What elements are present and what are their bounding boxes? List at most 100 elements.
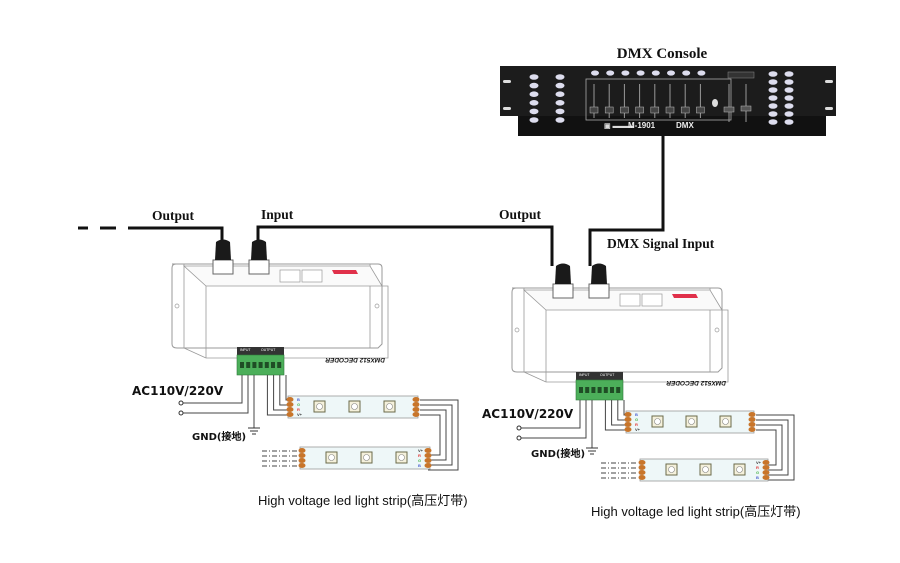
xlr-plug-output [555, 263, 571, 284]
wire [611, 400, 628, 426]
scene-button [529, 100, 539, 106]
scene-button [529, 74, 539, 80]
mount-hole [714, 327, 720, 333]
fader-knob [680, 106, 690, 114]
fader-knob [635, 106, 644, 114]
xlr-socket [588, 283, 610, 299]
function-button [784, 111, 794, 117]
strip-connector-pin [286, 397, 294, 402]
terminal-screw [603, 387, 608, 393]
strip-pin-label: B [418, 463, 421, 468]
power-terminal [178, 400, 184, 406]
console-display [727, 71, 755, 79]
terminal-output-label: OUTPUT [261, 348, 276, 352]
function-button [784, 87, 794, 93]
strip-connector-pin [286, 407, 294, 412]
channel-button [651, 70, 660, 76]
function-button [768, 71, 778, 77]
power-terminal [516, 435, 522, 441]
rack-slot [503, 80, 511, 83]
dip-switch [332, 270, 358, 274]
led-chip-lens [736, 466, 743, 473]
function-button [768, 119, 778, 125]
channel-button [636, 70, 645, 76]
master-faders [723, 84, 752, 122]
dmx-cables [78, 136, 665, 266]
rack-slot [825, 80, 833, 83]
function-button [768, 79, 778, 85]
terminal-screw [277, 362, 282, 368]
terminal-screw [610, 387, 614, 393]
ground-icon [248, 427, 260, 435]
strip-pin-label: G [635, 417, 638, 422]
strip-pin-label: B [756, 475, 759, 480]
strip-connector-pin [298, 448, 306, 453]
terminal-label-strip [237, 347, 284, 355]
strip-connector-pin [298, 453, 306, 458]
function-button [768, 111, 778, 117]
terminal-input-label: INPUT [240, 348, 251, 352]
strip-pin-label: G [297, 402, 300, 407]
strip-connector-pin [298, 458, 306, 463]
cable-console-input [588, 136, 665, 266]
strip-connector-pin [624, 427, 632, 432]
channel-button [697, 70, 706, 76]
dmx-console: DMX Console ▣ ▬▬▬ M-1901 DMX [500, 46, 836, 136]
terminal-screw [585, 387, 590, 393]
function-button [784, 95, 794, 101]
wire [182, 375, 243, 404]
console-dmx-label: DMX [676, 121, 694, 130]
led-chip-lens [386, 403, 393, 410]
rack-slot [503, 107, 511, 110]
console-faders [589, 84, 705, 118]
wire [756, 414, 795, 481]
mount-hole [174, 303, 180, 309]
rj45-port [301, 269, 323, 283]
gnd-label-left: GND(接地) [192, 430, 246, 443]
strip-connector-pin [624, 422, 632, 427]
console-title: DMX Console [617, 46, 708, 62]
led-chip-lens [688, 418, 695, 425]
mount-hole [514, 327, 520, 333]
ground-icon [586, 447, 598, 455]
decoder-name-right: DMX512 DECODER [666, 379, 726, 386]
terminal-screw [246, 362, 251, 368]
strip-pin-label: R [297, 407, 300, 412]
strip-connector-pin [748, 427, 756, 432]
wire [420, 399, 459, 471]
cable-link [256, 225, 554, 266]
console-knob [712, 99, 718, 107]
strip-connector-pin [424, 463, 432, 468]
mount-hole [374, 303, 380, 309]
wire [756, 419, 789, 476]
console-scene-buttons [529, 74, 565, 123]
function-button [768, 95, 778, 101]
led-chip-lens [316, 403, 323, 410]
terminal-screw [264, 362, 269, 368]
strip-pin-label: V+ [635, 427, 641, 432]
housing-edge [206, 285, 389, 359]
scene-button [529, 91, 539, 97]
console-base [518, 116, 826, 136]
console-channel-buttons [591, 70, 706, 76]
strip-connector-pin [748, 422, 756, 427]
cable-output-left [128, 226, 224, 242]
function-button [784, 71, 794, 77]
console-brand: ▣ ▬▬▬ [604, 123, 634, 130]
strip-connector-pin [748, 412, 756, 417]
terminal-screw [252, 362, 257, 368]
strip-pin-label: B [297, 397, 300, 402]
wire [420, 409, 447, 461]
scene-button [529, 117, 539, 123]
xlr-socket [212, 259, 234, 275]
terminal-screw [579, 387, 583, 393]
strip-connector-pin [298, 463, 306, 468]
scene-button [555, 117, 565, 123]
led-chip-lens [702, 466, 709, 473]
power-label-left: AC110V/220V [132, 384, 224, 398]
led-chip-lens [328, 454, 335, 461]
strip-connector-pin [286, 412, 294, 417]
